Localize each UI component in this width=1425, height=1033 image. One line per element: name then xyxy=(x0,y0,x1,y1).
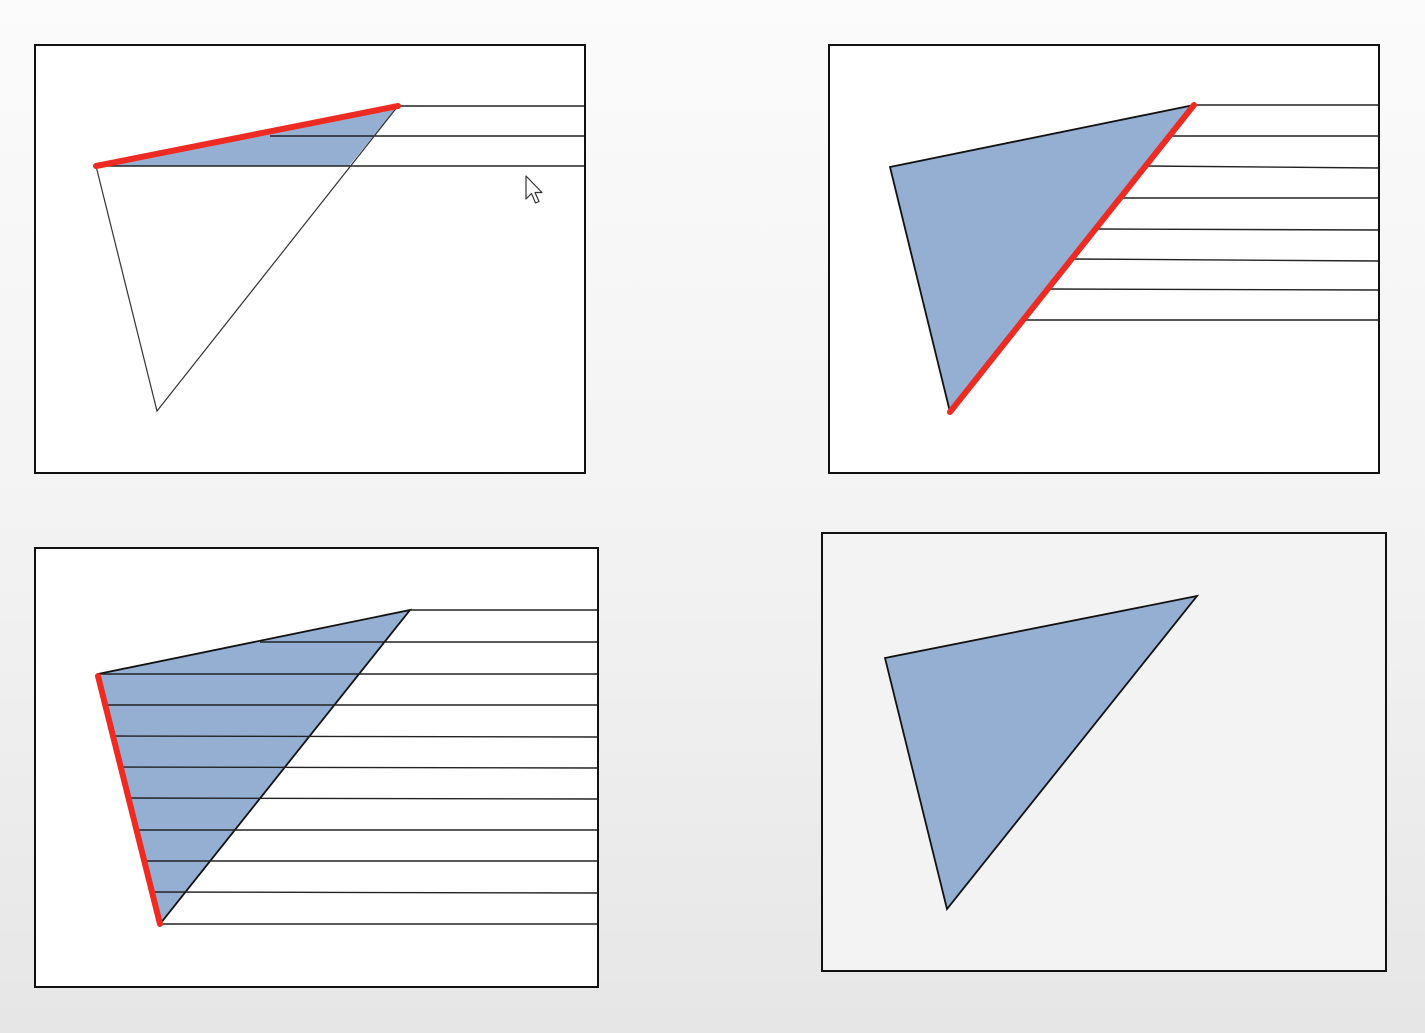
arrow-pointer-icon xyxy=(525,175,543,204)
scanline xyxy=(151,891,598,894)
panel-frame xyxy=(821,532,1387,972)
scanline xyxy=(1072,258,1379,262)
scanline xyxy=(1096,228,1379,231)
active-edge-top xyxy=(93,103,401,169)
panel-top-left xyxy=(34,44,586,474)
scanlines xyxy=(1025,104,1379,321)
scanline xyxy=(111,735,598,738)
panel-bottom-right xyxy=(821,532,1387,972)
scanline xyxy=(127,797,598,800)
scanlines xyxy=(96,105,584,167)
triangle-fill xyxy=(883,594,1200,911)
active-edge-right xyxy=(947,102,1197,415)
panel-bottom-left xyxy=(34,547,599,988)
scanline xyxy=(1048,288,1379,291)
panel-top-right xyxy=(828,44,1380,474)
scanline xyxy=(1145,165,1379,169)
scanlines xyxy=(98,609,598,925)
scanline xyxy=(119,766,598,769)
active-edge-left xyxy=(95,673,163,927)
panel-frame xyxy=(34,44,586,474)
